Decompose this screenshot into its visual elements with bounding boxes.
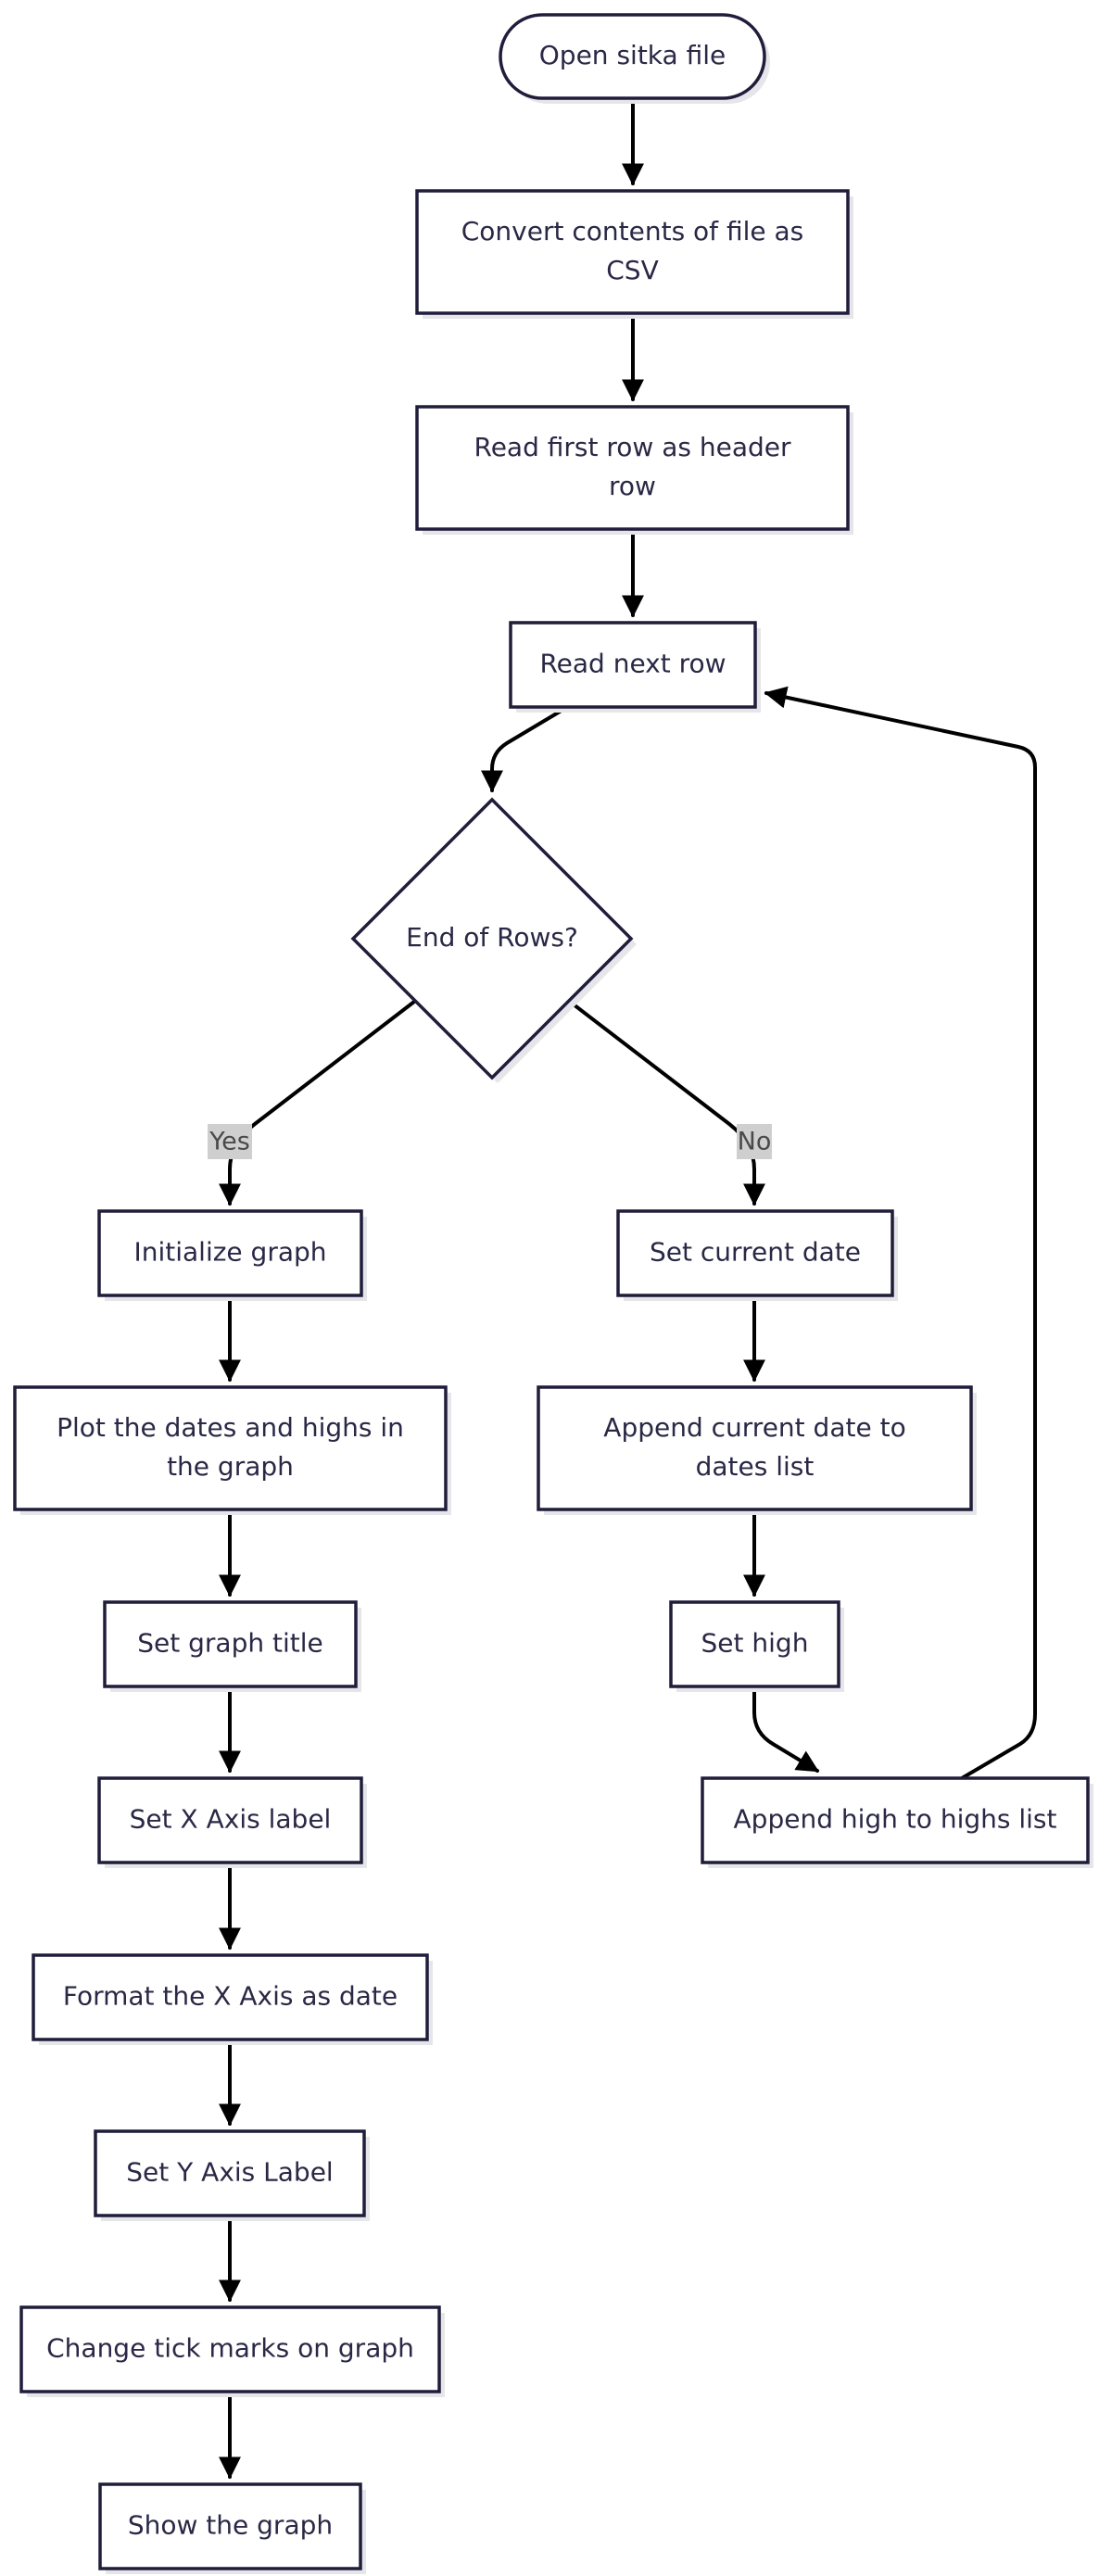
edge-label-background (737, 1124, 772, 1159)
node-label-line: End of Rows? (406, 922, 578, 953)
node-append-date: Append current date to dates list (537, 1385, 977, 1515)
process-box (415, 405, 850, 531)
node-label-line: Set graph title (137, 1628, 322, 1659)
process-box (701, 1776, 1090, 1864)
node-label-line: Append high to highs list (734, 1804, 1057, 1835)
process-box (32, 1953, 429, 2041)
node-xdate: Format the X Axis as date (32, 1953, 433, 2045)
node-label-line: Plot the dates and highs in (57, 1412, 404, 1443)
edge-arrow-next-end (481, 707, 566, 793)
edge-arrow-sethigh-append_high (752, 1686, 820, 1773)
edge-arrow-end-init (219, 1000, 416, 1206)
node-label-line: Set X Axis label (130, 1804, 332, 1835)
node-label-line: Read first row as header (474, 432, 791, 462)
node-show: Show the graph (98, 2482, 366, 2574)
terminal-shape (499, 13, 766, 100)
process-box (94, 2129, 366, 2217)
node-header: Read first row as header row (415, 405, 853, 535)
process-box (97, 1776, 363, 1864)
process-box (13, 1385, 448, 1511)
node-label-line: CSV (606, 255, 658, 285)
edge-label-text: No (738, 1128, 772, 1156)
node-plot: Plot the dates and highs in the graph (13, 1385, 451, 1515)
node-label-line: dates list (696, 1451, 815, 1482)
node-open: Open sitka file (499, 13, 770, 104)
node-init: Initialize graph (97, 1209, 367, 1301)
process-box (103, 1600, 358, 1688)
process-box (97, 1209, 363, 1297)
node-sethigh: Set high (669, 1600, 844, 1692)
decision-diamond (350, 797, 634, 1080)
process-box (616, 1209, 894, 1297)
node-append-high: Append high to highs list (701, 1776, 1093, 1868)
node-label-line: Set current date (650, 1237, 861, 1268)
node-label-line: Initialize graph (133, 1237, 326, 1268)
process-box (98, 2482, 362, 2570)
process-box (537, 1385, 973, 1511)
edge-label-end-init: Yes (208, 1124, 252, 1159)
node-label-line: Read next row (539, 649, 726, 679)
node-ylabel: Set Y Axis Label (94, 2129, 370, 2221)
node-label-line: Show the graph (128, 2510, 333, 2541)
node-label-line: Open sitka file (539, 40, 726, 70)
node-label-line: Change tick marks on graph (46, 2333, 414, 2364)
process-box (509, 621, 757, 709)
node-curdate: Set current date (616, 1209, 898, 1301)
edge-label-end-curdate: No (737, 1124, 772, 1159)
node-label-line: Format the X Axis as date (63, 1981, 398, 2012)
node-ticks: Change tick marks on graph (19, 2305, 445, 2397)
node-label-line: Convert contents of file as (461, 216, 803, 246)
node-next: Read next row (509, 621, 761, 713)
edge-arrow-append_high-next (764, 686, 1037, 1780)
node-xlabel: Set X Axis label (97, 1776, 367, 1868)
process-box (19, 2305, 441, 2393)
edge-label-text: Yes (208, 1128, 250, 1156)
node-title: Set graph title (103, 1600, 361, 1692)
node-label-line: Set high (701, 1628, 809, 1659)
node-end: End of Rows? (350, 797, 637, 1083)
edge-arrow-end-curdate (568, 1000, 765, 1206)
process-box (669, 1600, 840, 1688)
node-convert: Convert contents of file as CSV (415, 189, 853, 319)
node-label-line: the graph (167, 1451, 294, 1482)
process-box (415, 189, 850, 315)
node-label-line: Set Y Axis Label (126, 2157, 333, 2188)
node-label-line: row (609, 471, 656, 501)
node-label-line: Append current date to (603, 1412, 905, 1443)
edge-labels-layer: Yes No (208, 1124, 772, 1159)
edge-label-background (208, 1124, 252, 1159)
